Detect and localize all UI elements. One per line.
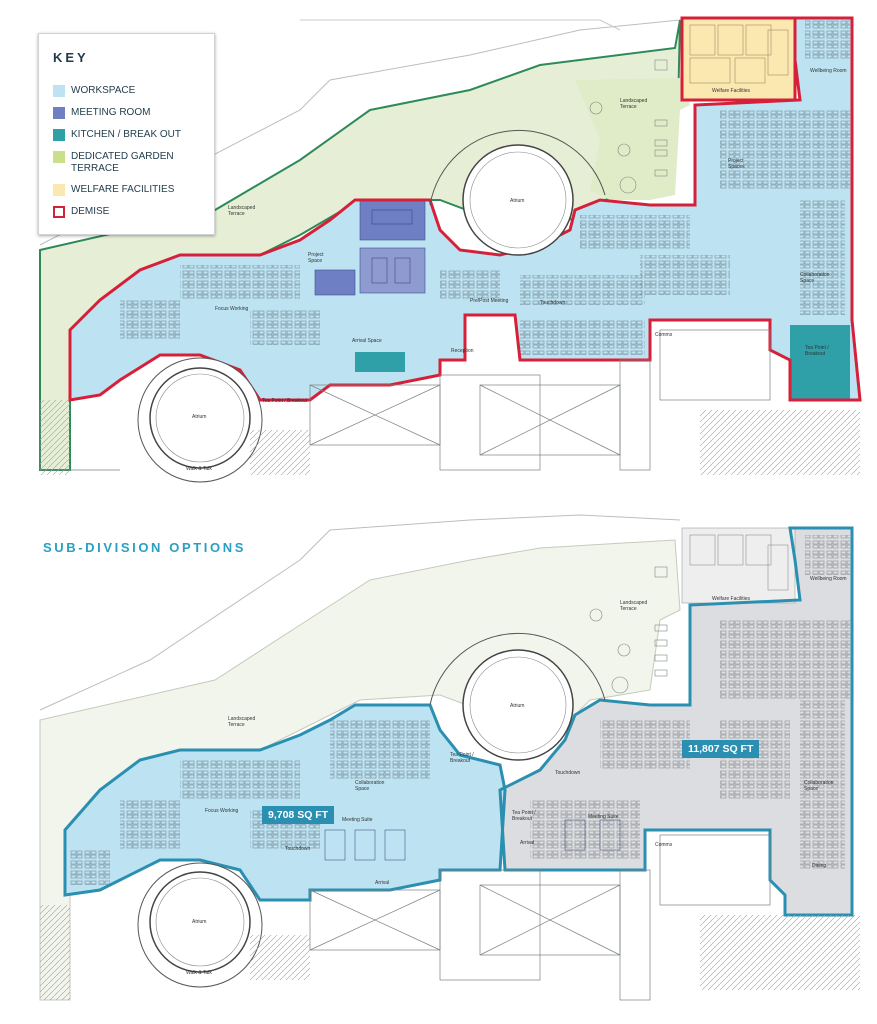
label-wellbeing-room-sub: Wellbeing Room <box>810 576 847 582</box>
legend-swatch <box>53 129 65 141</box>
atrium-top <box>462 144 574 256</box>
demise-outline <box>68 16 862 402</box>
legend-label: WELFARE FACILITIES <box>71 184 175 195</box>
label-meeting-suite-right: Meeting Suite <box>588 814 619 820</box>
legend-label: WORKSPACE <box>71 85 136 96</box>
label-tea-point-right: Tea Point / Breakout <box>805 345 829 357</box>
label-touchdown-left: Touchdown <box>285 846 311 852</box>
label-atrium-top: Atrium <box>510 198 525 204</box>
label-tea-point-right-sub: Tea Point / Breakout <box>512 810 536 822</box>
legend-label: DEDICATED GARDEN TERRACE <box>71 151 174 174</box>
legend-key: KEY WORKSPACE MEETING ROOM KITCHEN / BRE… <box>38 33 215 235</box>
bottom-floor-plan <box>39 514 860 1001</box>
meeting-room <box>314 269 356 296</box>
label-tea-point-left-sub: Tea Point / Breakout <box>450 752 474 764</box>
label-comms: Comms <box>655 332 673 338</box>
atrium-top-ring <box>429 129 606 206</box>
label-pre-post-meeting: Pre/Post Meeting <box>470 298 509 304</box>
label-touchdown-right: Touchdown <box>555 770 581 776</box>
legend-swatch <box>53 85 65 97</box>
lower-core <box>309 834 771 1001</box>
label-arrival-left: Arrival <box>375 880 390 886</box>
legend-swatch <box>53 151 65 163</box>
atrium-bottom <box>149 871 251 973</box>
label-landscaped-terrace: Landscaped Terrace <box>228 716 256 728</box>
legend-label: KITCHEN / BREAK OUT <box>71 129 182 140</box>
outline-line <box>39 19 681 246</box>
label-meeting-suite-left: Meeting Suite <box>342 817 373 823</box>
subdivision-right-outline <box>498 526 854 917</box>
atrium-bottom <box>149 367 251 469</box>
kitchen-breakout-area <box>790 325 850 400</box>
legend-swatch <box>53 107 65 119</box>
legend-title: KEY <box>53 50 89 65</box>
label-project-space: Project Space <box>308 252 324 264</box>
top-floor-plan <box>39 16 862 483</box>
legend-swatch <box>53 206 65 218</box>
label-collaboration-right: Collaboration Space <box>804 780 834 792</box>
area-label-right: 11,807 SQ FT <box>682 740 760 758</box>
label-arrival-right: Arrival <box>520 840 535 846</box>
label-walk-and-talk: Walk & Talk <box>186 466 212 472</box>
label-collaboration-space: Collaboration Space <box>800 272 830 284</box>
label-focus-working: Focus Working <box>215 306 249 312</box>
label-focus-working-sub: Focus Working <box>205 808 239 814</box>
label-atrium-bottom-sub: Atrium <box>192 919 207 925</box>
workspace-demise <box>70 18 860 400</box>
label-tea-point-left: Tea Point / Breakout <box>262 398 308 404</box>
legend-item-kitchen: KITCHEN / BREAK OUT <box>53 129 211 141</box>
subdivision-title: SUB-DIVISION OPTIONS <box>43 540 246 555</box>
label-landscaped-terrace-top-sub: Landscaped Terrace <box>620 600 648 612</box>
meeting-room <box>359 199 426 241</box>
dedicated-garden-terrace <box>575 78 690 200</box>
label-reception: Reception <box>451 348 474 354</box>
legend-label: MEETING ROOM <box>71 107 151 118</box>
area-label-left: 9,708 SQ FT <box>262 806 335 824</box>
outline-line <box>39 514 681 711</box>
legend-label: DEMISE <box>71 206 110 217</box>
atrium-top <box>462 649 574 761</box>
label-dining: Dining <box>812 863 827 869</box>
legend-item-meeting-room: MEETING ROOM <box>53 107 211 119</box>
legend-item-demise: DEMISE <box>53 206 211 218</box>
label-touchdown: Touchdown <box>540 300 566 306</box>
label-arrival-space: Arrival Space <box>352 338 382 344</box>
legend-item-garden-terrace: DEDICATED GARDEN TERRACE <box>53 151 181 175</box>
label-welfare-facilities: Welfare Facilities <box>712 88 750 94</box>
legend-swatch <box>53 184 65 196</box>
label-atrium-bottom: Atrium <box>192 414 207 420</box>
label-comms-sub: Comms <box>655 842 673 848</box>
meeting-room <box>359 247 426 294</box>
kitchen-counter <box>355 352 405 372</box>
label-landscaped-terrace-top: Landscaped Terrace <box>620 98 648 110</box>
label-landscaped-terrace-left: Landscaped Terrace <box>228 205 256 217</box>
garden-furniture <box>589 59 668 194</box>
label-wellbeing-room: Wellbeing Room <box>810 68 847 74</box>
legend-item-workspace: WORKSPACE <box>53 85 211 97</box>
label-collaboration-left: Collaboration Space <box>355 780 385 792</box>
garden-furniture <box>589 566 668 694</box>
lower-core <box>39 329 771 471</box>
label-welfare-facilities-sub: Welfare Facilities <box>712 596 750 602</box>
label-atrium-top-sub: Atrium <box>510 703 525 709</box>
label-project-spaces: Project Spaces <box>728 158 745 170</box>
outline-line <box>300 19 621 31</box>
welfare-rooms <box>689 24 789 84</box>
welfare-facilities-area <box>681 17 796 101</box>
legend-item-welfare: WELFARE FACILITIES <box>53 184 211 196</box>
label-walk-and-talk-sub: Walk & Talk <box>186 970 212 976</box>
